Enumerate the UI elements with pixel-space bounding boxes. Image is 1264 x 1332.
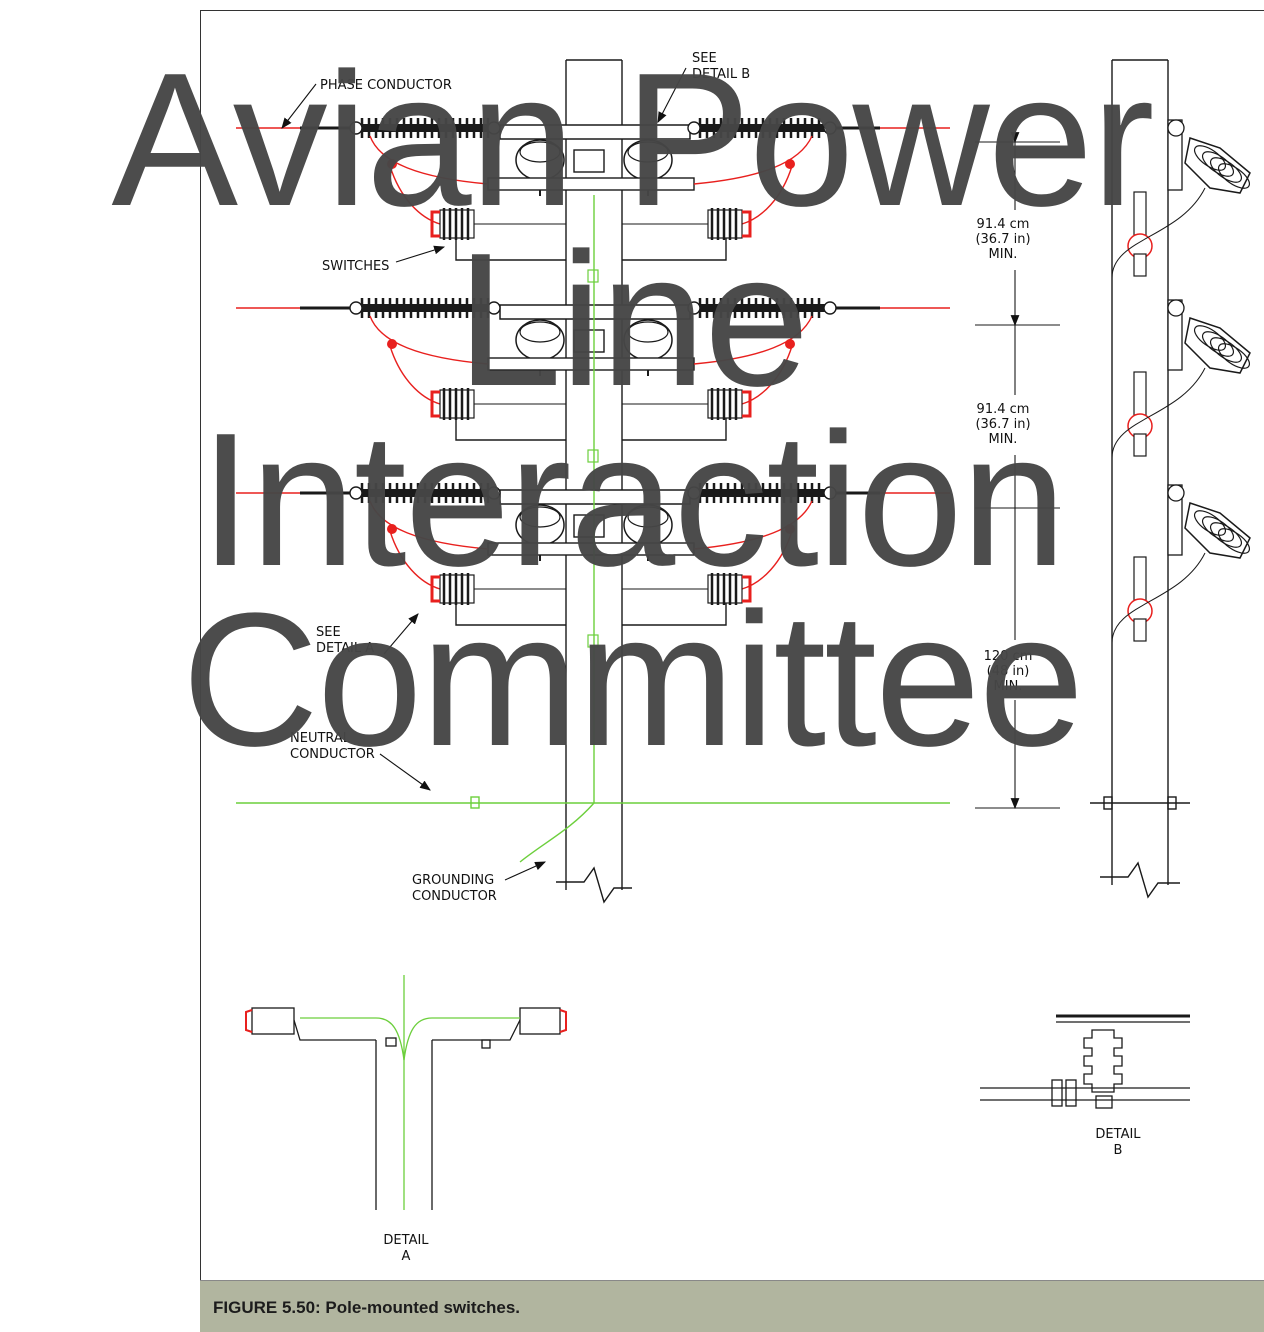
svg-text:DETAIL B: DETAIL B (692, 67, 750, 82)
svg-text:DETAIL: DETAIL (1095, 1127, 1141, 1142)
crossarm-tier-3 (236, 483, 950, 648)
dimension-3-label: 120 cm (48 in) MIN. (984, 649, 1033, 694)
main-pole (556, 59, 632, 904)
leader-arrows (281, 67, 687, 881)
detail-b (980, 1014, 1190, 1109)
side-view-tier-3 (1111, 484, 1251, 644)
svg-text:(36.7 in): (36.7 in) (975, 232, 1030, 247)
svg-text:SWITCHES: SWITCHES (322, 259, 389, 274)
pole-switch-drawing: PHASE CONDUCTOR SEE DETAIL B SWITCHES SE… (236, 51, 1251, 1264)
svg-text:MIN.: MIN. (994, 679, 1023, 694)
figure-caption: FIGURE 5.50: Pole-mounted switches. (213, 1298, 521, 1317)
drawing-frame (200, 10, 1264, 1280)
svg-text:MIN.: MIN. (989, 247, 1018, 262)
dimension-2-label: 91.4 cm (36.7 in) MIN. (975, 402, 1030, 447)
svg-text:SEE: SEE (316, 625, 341, 640)
detail-a (251, 1007, 561, 1210)
svg-text:91.4 cm: 91.4 cm (977, 217, 1030, 232)
svg-text:CONDUCTOR: CONDUCTOR (412, 889, 497, 904)
label-detail-a: DETAIL A (383, 1233, 429, 1264)
detail-a-red (245, 1009, 567, 1033)
svg-text:(48 in): (48 in) (987, 664, 1030, 679)
svg-text:120 cm: 120 cm (984, 649, 1033, 664)
caption-bar: FIGURE 5.50: Pole-mounted switches. (200, 1280, 1264, 1332)
svg-text:DETAIL: DETAIL (383, 1233, 429, 1248)
neutral-conductor (236, 195, 950, 863)
side-view-tier-1 (1111, 119, 1251, 279)
side-view-pole (1090, 59, 1190, 899)
label-see-detail-a: SEE DETAIL A (316, 625, 374, 656)
crossarm-tier-1 (236, 118, 950, 283)
svg-text:MIN.: MIN. (989, 432, 1018, 447)
label-switches: SWITCHES (322, 259, 389, 274)
label-phase-conductor: PHASE CONDUCTOR (320, 78, 452, 93)
dimension-lines (975, 132, 1060, 810)
label-neutral-conductor: NEUTRAL CONDUCTOR (290, 731, 375, 762)
svg-text:91.4 cm: 91.4 cm (977, 402, 1030, 417)
detail-a-neutral (300, 975, 520, 1210)
svg-text:B: B (1114, 1143, 1123, 1158)
label-detail-b: DETAIL B (1095, 1127, 1141, 1158)
label-grounding-conductor: GROUNDING CONDUCTOR (412, 873, 497, 904)
svg-text:PHASE CONDUCTOR: PHASE CONDUCTOR (320, 78, 452, 93)
svg-text:GROUNDING: GROUNDING (412, 873, 494, 888)
side-view-tier-2 (1111, 299, 1251, 459)
svg-text:A: A (402, 1249, 411, 1264)
label-see-detail-b: SEE DETAIL B (692, 51, 750, 82)
svg-text:(36.7 in): (36.7 in) (975, 417, 1030, 432)
crossarm-tier-2 (236, 298, 950, 463)
svg-text:CONDUCTOR: CONDUCTOR (290, 747, 375, 762)
svg-text:NEUTRAL: NEUTRAL (290, 731, 351, 746)
dimension-1-label: 91.4 cm (36.7 in) MIN. (975, 217, 1030, 262)
svg-text:DETAIL A: DETAIL A (316, 641, 374, 656)
svg-text:SEE: SEE (692, 51, 717, 66)
